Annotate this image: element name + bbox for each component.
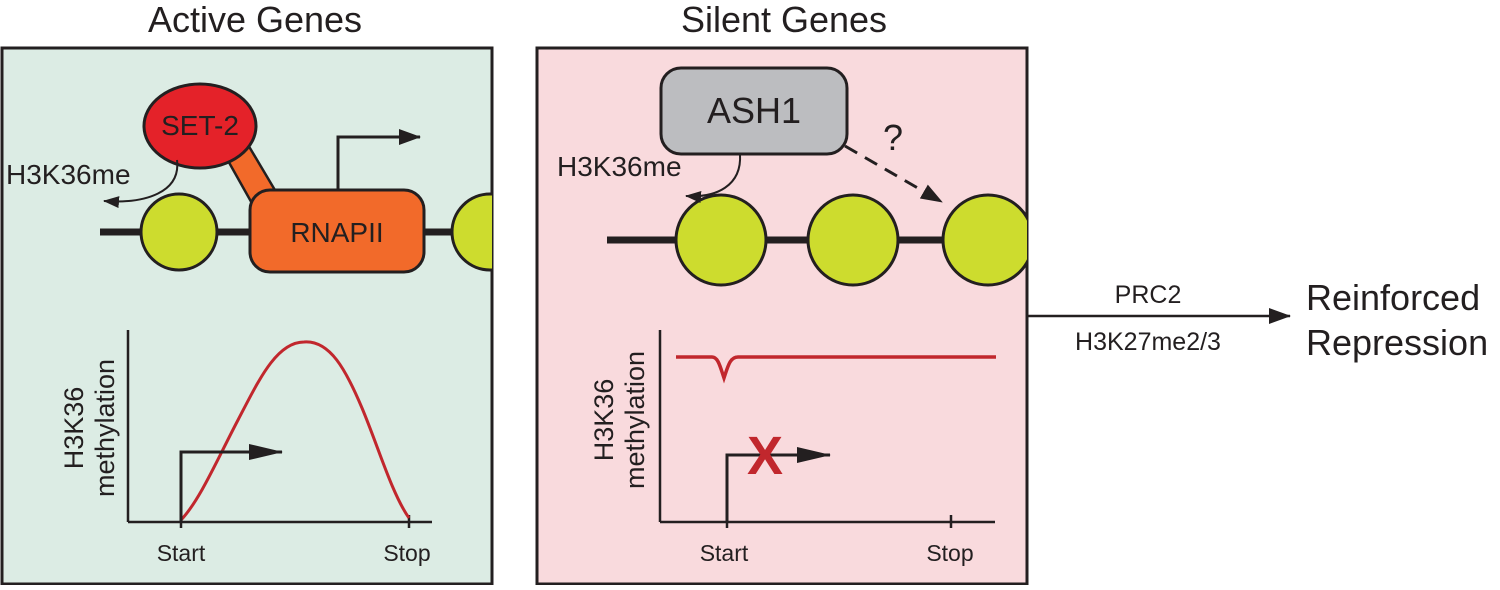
active-nucleosome-1 <box>139 192 219 272</box>
rnapii-label: RNAPII <box>290 217 383 248</box>
active-plot-stop-label: Stop <box>383 540 430 566</box>
h3k27me-label: H3K27me2/3 <box>1075 328 1221 356</box>
active-h3k36me-label: H3K36me <box>6 159 131 190</box>
active-methylation-arrow <box>103 159 179 209</box>
active-plot-ylabel-2: methylation <box>90 359 120 497</box>
silent-nucleosome-2 <box>806 193 900 287</box>
ash1-enzyme <box>659 66 849 156</box>
active-methylation-plot: H3K36 methylation Start Stop <box>59 330 432 566</box>
active-panel-title: Active Genes <box>148 0 362 40</box>
silent-h3k36me-label: H3K36me <box>557 151 682 182</box>
prc2-label: PRC2 <box>1115 281 1182 309</box>
silent-plot-start-label: Start <box>700 540 749 566</box>
silent-panel-title: Silent Genes <box>681 0 887 40</box>
active-nucleosome-2 <box>450 192 492 272</box>
silent-plot-ylabel-2: methylation <box>620 351 650 489</box>
active-plot-start-arrow <box>179 444 283 522</box>
silent-methylation-curve <box>676 355 996 384</box>
repression-label: Repression <box>1306 322 1488 363</box>
silent-plot-ylabel-1: H3K36 <box>589 379 619 462</box>
blocked-transcription-x: X <box>747 426 783 486</box>
ash1-label: ASH1 <box>707 90 801 131</box>
silent-plot-start-arrow <box>725 447 831 522</box>
active-genes-panel: Active Genes RNAPII SET-2 H3K36me <box>0 0 494 586</box>
silent-nucleosome-3 <box>941 193 1027 287</box>
ash1-dashed-arrow <box>844 144 943 204</box>
silent-methylation-arrow <box>685 153 742 203</box>
active-methylation-curve <box>179 340 411 522</box>
silent-genes-panel: Silent Genes ASH1 H3K36me ? <box>535 0 1029 586</box>
blocked-x-label: X <box>747 426 783 486</box>
active-transcription-arrow <box>336 129 421 190</box>
reinforced-label: Reinforced <box>1306 277 1480 318</box>
set2-enzyme <box>142 82 258 170</box>
question-mark: ? <box>883 117 903 158</box>
outcome-section: PRC2 H3K27me2/3 Reinforced Repression <box>1027 277 1488 363</box>
silent-plot-stop-label: Stop <box>926 540 973 566</box>
set2-label: SET-2 <box>161 110 239 141</box>
active-plot-start-label: Start <box>157 540 206 566</box>
active-plot-ylabel-1: H3K36 <box>59 387 89 470</box>
silent-nucleosome-1 <box>674 193 768 287</box>
silent-methylation-plot: X H3K36 methylation Start Stop <box>589 330 996 566</box>
